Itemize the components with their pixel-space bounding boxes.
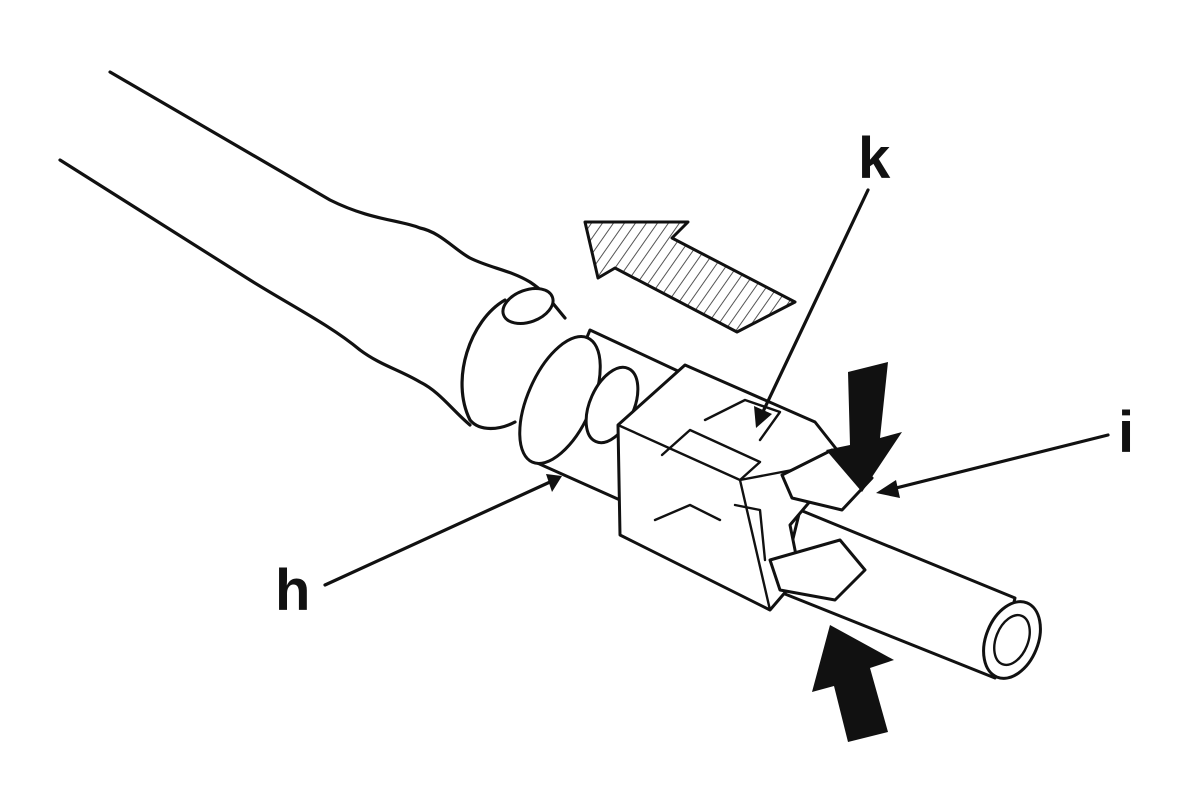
leader-h (323, 474, 562, 587)
label-i: i (1118, 400, 1134, 465)
cable-sheath (58, 70, 567, 427)
label-k: k (858, 126, 891, 191)
sheath-collar (460, 287, 555, 431)
quick-connector-clip (616, 363, 874, 612)
solid-arrow-icon (812, 625, 894, 742)
leader-i (876, 433, 1110, 498)
hatched-arrow-icon (583, 220, 797, 334)
label-h: h (275, 558, 310, 623)
leader-k (754, 188, 870, 428)
solid-arrow-icon (826, 362, 902, 492)
